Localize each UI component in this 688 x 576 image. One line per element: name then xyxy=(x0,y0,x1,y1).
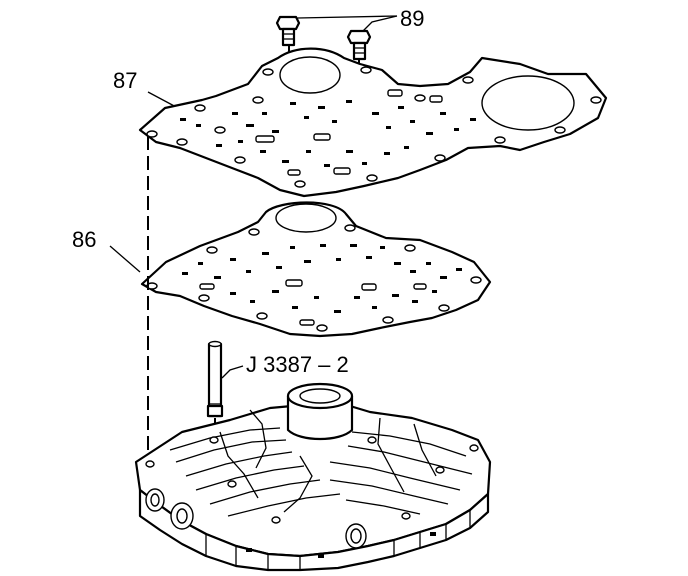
upper-plate-slots xyxy=(255,89,443,176)
valve-body-channels xyxy=(169,409,473,517)
upper-plate-passages xyxy=(180,100,476,167)
valve-body-bosses xyxy=(145,436,479,524)
spacer-plate-upper-87 xyxy=(138,47,608,198)
label-89: 89 xyxy=(400,6,424,31)
valve-body-front-detail xyxy=(205,510,471,570)
lower-plate-slots xyxy=(199,279,427,326)
lower-plate-passages xyxy=(182,244,462,313)
label-87: 87 xyxy=(113,68,137,93)
label-86: 86 xyxy=(72,227,96,252)
label-j3387-2: J 3387 – 2 xyxy=(246,352,349,377)
spacer-plate-lower-86 xyxy=(140,201,492,338)
valve-body xyxy=(134,382,492,572)
upper-plate-holes xyxy=(146,66,602,188)
lower-plate-holes xyxy=(146,224,482,332)
